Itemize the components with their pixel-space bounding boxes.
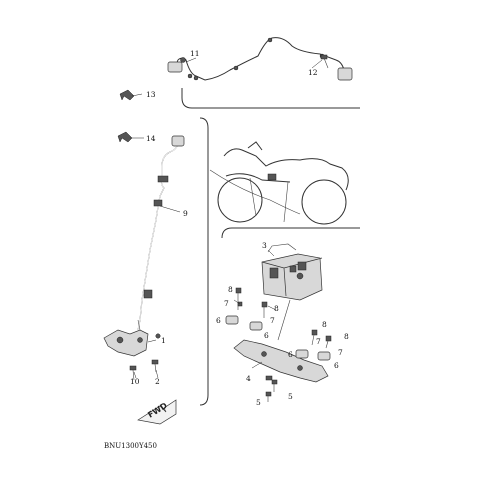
callout-5-a: 5 bbox=[256, 398, 261, 407]
wheel-sensor-1 bbox=[103, 319, 161, 357]
callout-9: 9 bbox=[183, 209, 188, 218]
callout-6-b: 6 bbox=[264, 331, 269, 340]
callout-3: 3 bbox=[262, 241, 267, 250]
top-frame bbox=[181, 88, 360, 109]
part-code: BNU1300Y450 bbox=[104, 442, 157, 450]
callout-5-b: 5 bbox=[288, 392, 293, 401]
callout-13: 13 bbox=[146, 90, 156, 99]
callout-8-b: 8 bbox=[274, 304, 279, 313]
clamp-14 bbox=[117, 131, 133, 143]
mount-hardware-mid bbox=[249, 301, 268, 331]
callouts: 11 12 13 14 9 1 2 10 3 4 5 5 6 6 6 6 7 7… bbox=[130, 49, 349, 407]
callout-6-c: 6 bbox=[288, 350, 293, 359]
abs-unit bbox=[261, 243, 323, 301]
callout-7-a: 7 bbox=[224, 299, 229, 308]
callout-1: 1 bbox=[161, 336, 166, 345]
callout-11: 11 bbox=[190, 49, 200, 58]
bolt-10 bbox=[129, 365, 137, 381]
bolt-12 bbox=[320, 54, 329, 69]
bolt-2 bbox=[151, 359, 159, 373]
wheel-sensor-lead bbox=[167, 37, 353, 81]
mount-hardware-right-a bbox=[295, 329, 318, 359]
abs-frame bbox=[221, 227, 360, 239]
callout-7-b: 7 bbox=[270, 316, 275, 325]
abs-bracket bbox=[233, 339, 329, 383]
mount-hardware-right-b bbox=[317, 335, 332, 361]
callout-6-a: 6 bbox=[216, 316, 221, 325]
divider-frame bbox=[199, 117, 209, 406]
bolt-5-a bbox=[265, 391, 272, 402]
callout-10: 10 bbox=[130, 377, 140, 386]
clamp-13 bbox=[119, 89, 135, 101]
callout-2: 2 bbox=[155, 377, 160, 386]
callout-8-a: 8 bbox=[228, 285, 233, 294]
fwd-arrow: FWD bbox=[137, 399, 177, 425]
leader-lines bbox=[130, 57, 323, 379]
callout-7-d: 7 bbox=[338, 348, 343, 357]
motorcycle-silhouette bbox=[209, 141, 349, 225]
brake-hose bbox=[137, 135, 185, 331]
callout-14: 14 bbox=[146, 134, 156, 143]
bolt-5-b bbox=[271, 379, 278, 392]
callout-8-c: 8 bbox=[322, 320, 327, 329]
callout-7-c: 7 bbox=[316, 337, 321, 346]
callout-6-d: 6 bbox=[334, 361, 339, 370]
callout-8-d: 8 bbox=[344, 332, 349, 341]
callout-12: 12 bbox=[308, 68, 318, 77]
callout-4: 4 bbox=[246, 374, 251, 383]
